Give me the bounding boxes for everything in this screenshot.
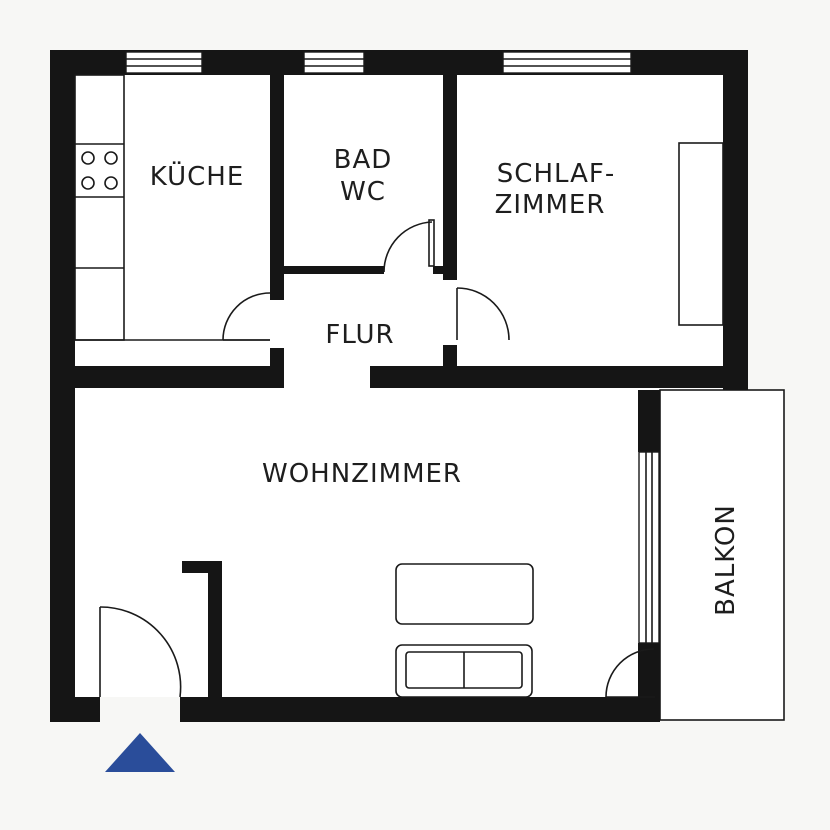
door-balcony	[605, 648, 655, 698]
door-bath	[383, 219, 435, 273]
room-label-living-room: WOHNZIMMER	[262, 459, 462, 489]
window-bedroom	[502, 51, 632, 74]
room-label-bath: BAD	[334, 145, 393, 175]
windows	[125, 51, 660, 644]
room-label-wc: WC	[340, 177, 386, 207]
window-kitchen	[125, 51, 203, 74]
room-label-hallway: FLUR	[325, 320, 394, 350]
room-label-bedroom-line2: ZIMMER	[495, 190, 606, 220]
door-bedroom	[456, 287, 510, 341]
room-label-bedroom-line1: SCHLAF-	[497, 159, 615, 189]
balcony-outline	[659, 389, 785, 721]
wardrobe	[678, 142, 724, 326]
entrance-arrow-icon	[105, 733, 175, 772]
window-bath	[303, 51, 365, 74]
room-label-kitchen: KÜCHE	[150, 160, 245, 192]
door-entrance	[99, 606, 182, 698]
coffee-table	[395, 563, 534, 625]
window-balcony-door	[638, 451, 660, 644]
sofa	[395, 644, 533, 698]
room-label-balcony: BALKON	[711, 504, 741, 616]
interior-walls	[75, 75, 723, 697]
living-furniture	[395, 563, 534, 698]
door-kitchen	[222, 292, 271, 341]
stove-burners	[81, 151, 118, 190]
doors	[99, 219, 655, 698]
